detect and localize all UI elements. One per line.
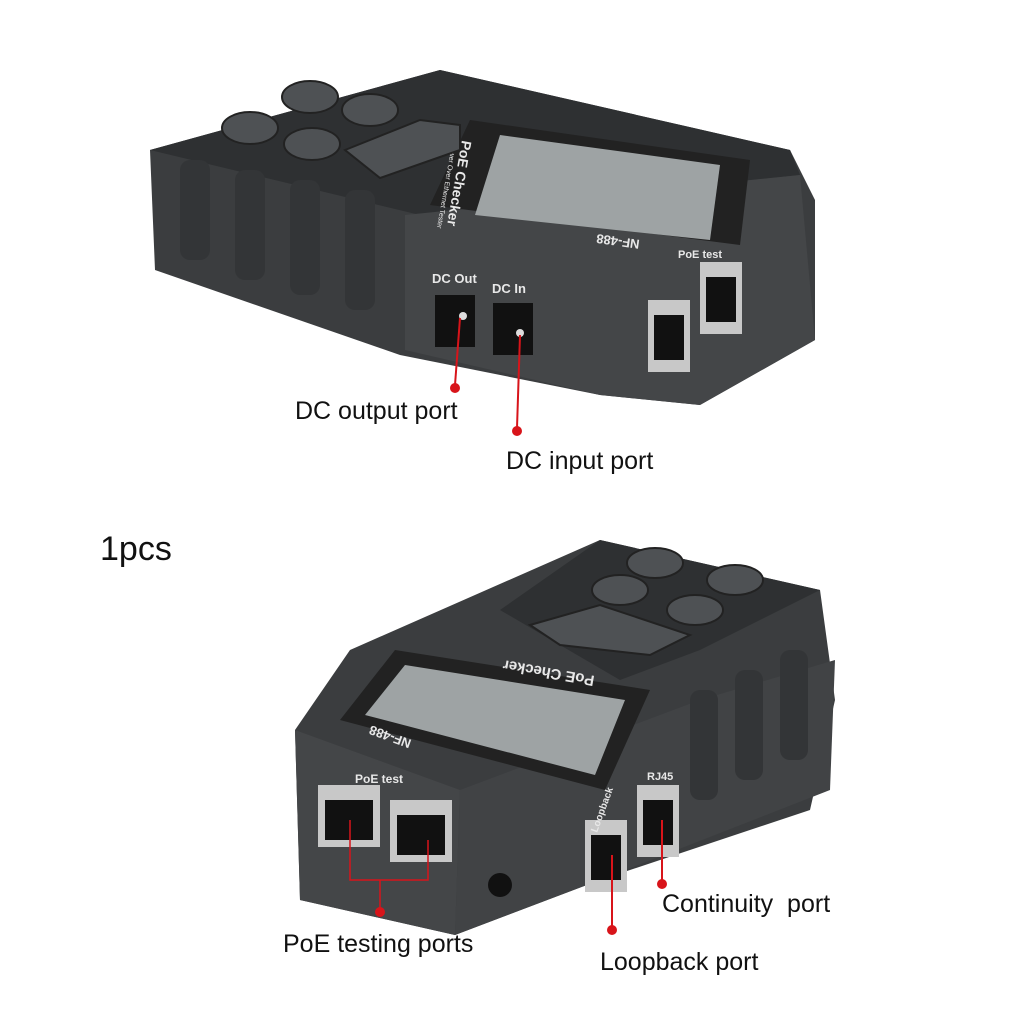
bottom-device: PoE Checker NF-488 PoE test RJ45 Loopbac… [295, 540, 835, 935]
callout-dc-input-port: DC input port [506, 447, 654, 475]
label-rj45: RJ45 [647, 771, 673, 783]
callout-loopback-port: Loopback port [600, 948, 759, 976]
label-poe-test-bottom: PoE test [355, 772, 403, 786]
label-poe-test-top: PoE test [678, 249, 722, 261]
callout-dc-output-port: DC output port [295, 397, 458, 425]
top-device: PoE Checker Power Over Ethernet Tester N… [150, 70, 815, 436]
callout-poe-testing-ports: PoE testing ports [283, 930, 474, 958]
callout-continuity-port: Continuity port [662, 890, 831, 918]
quantity-label: 1pcs [100, 530, 172, 568]
label-dc-in: DC In [492, 281, 526, 296]
label-model-top: NF-488 [595, 231, 640, 252]
label-dc-out: DC Out [432, 271, 477, 286]
